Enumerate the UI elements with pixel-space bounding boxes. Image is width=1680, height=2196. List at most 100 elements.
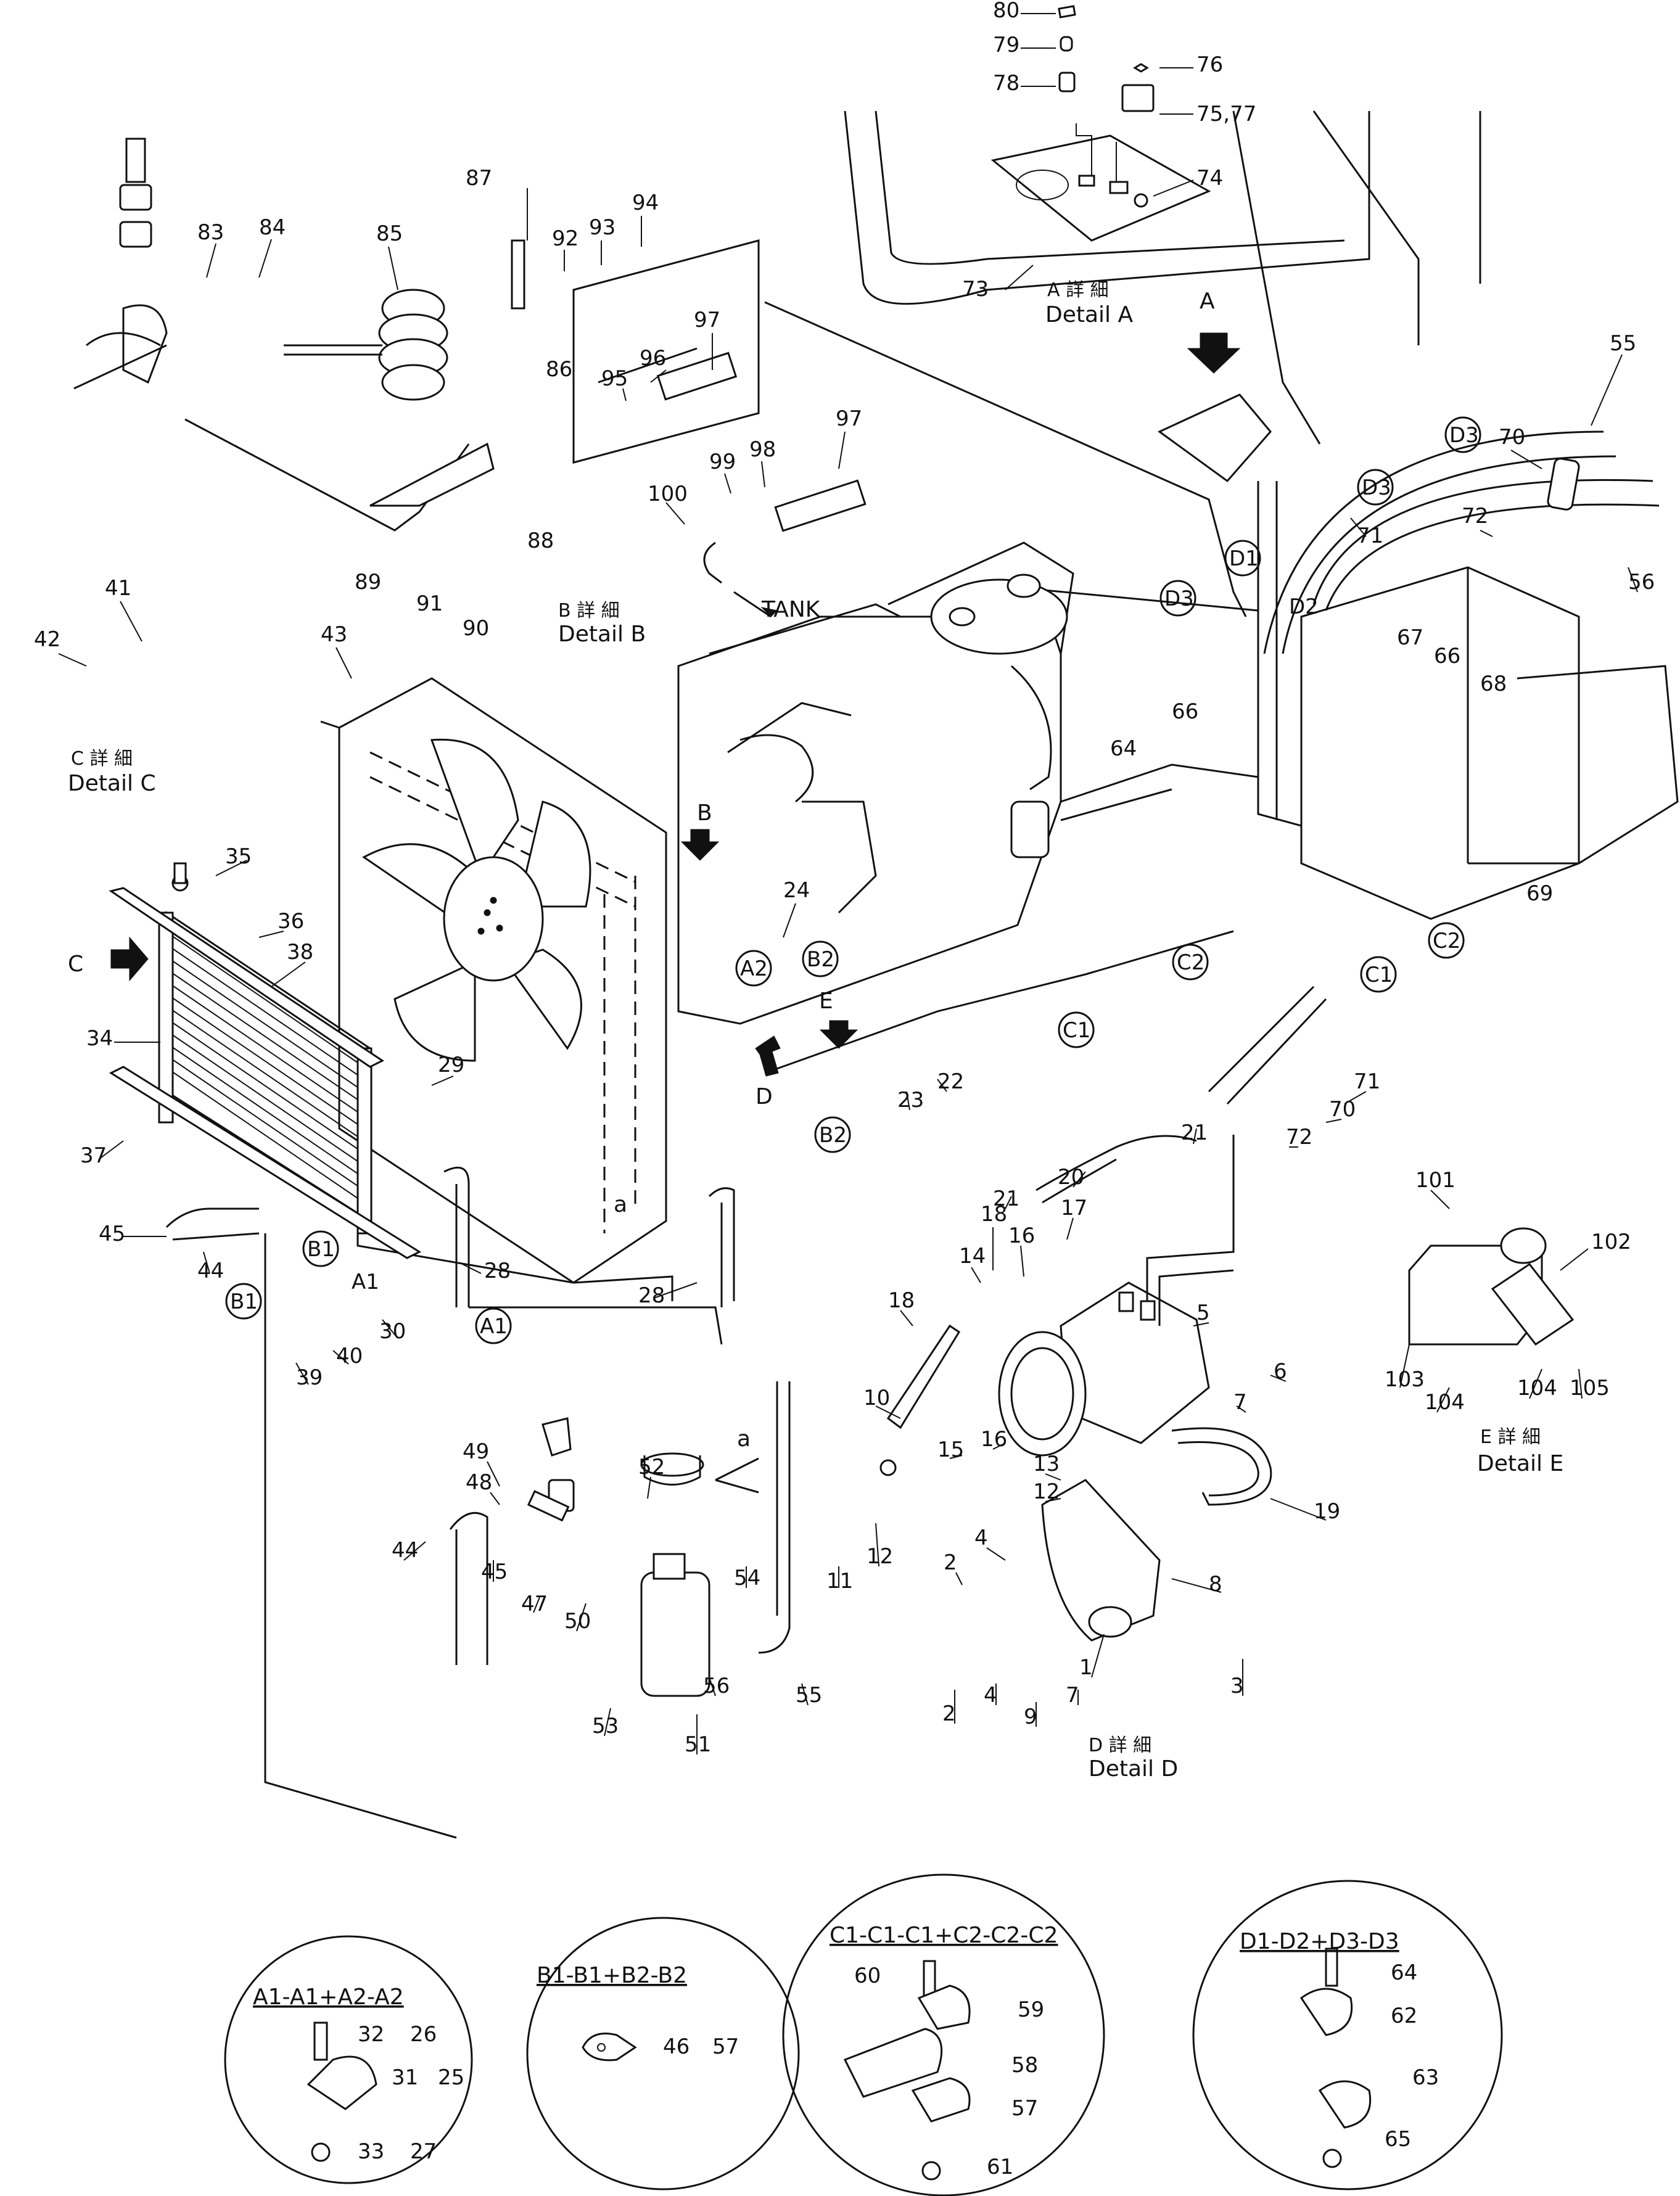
callout-7-upper: 7: [1233, 1390, 1247, 1415]
condenser: [109, 862, 422, 1259]
callout-37: 37: [80, 1143, 107, 1168]
detail-a-caption: Detail A: [1045, 302, 1133, 327]
view-arrow-b-shape: [680, 829, 720, 861]
callout-80: 80: [993, 0, 1019, 23]
section-b-parts: [582, 2033, 637, 2062]
callout-2-upper: 2: [944, 1550, 957, 1575]
callout-105: 105: [1570, 1376, 1610, 1400]
callout-56-lower: 56: [703, 1674, 730, 1698]
callout-100: 100: [648, 482, 688, 506]
callout-16-upper: 16: [1008, 1223, 1035, 1248]
callout-2-lower: 2: [942, 1701, 956, 1726]
callout-3: 3: [1230, 1674, 1244, 1698]
section-circle-c: [782, 1873, 1105, 2196]
callout-16-lower: 16: [981, 1427, 1007, 1452]
leader-lines: [58, 13, 1638, 1754]
callout-36: 36: [278, 909, 304, 934]
callout-83: 83: [197, 220, 224, 245]
callout-38: 38: [287, 940, 313, 964]
callout-23: 23: [897, 1088, 924, 1112]
marker-b1-a: B1: [307, 1237, 335, 1262]
detail-b-hoses: [572, 239, 867, 618]
section-c-label-60: 60: [854, 1964, 881, 1988]
section-c-label-61: 61: [987, 2155, 1013, 2179]
callout-1: 1: [1079, 1655, 1093, 1680]
callout-70-upper: 70: [1499, 425, 1525, 450]
callout-69: 69: [1526, 881, 1553, 906]
tank-label: TANK: [761, 597, 821, 622]
section-c-label-57: 57: [1011, 2096, 1038, 2121]
callout-19: 19: [1314, 1499, 1340, 1524]
callout-73: 73: [962, 277, 989, 302]
view-arrow-labels: A B C D E a a TANK: [68, 289, 1215, 1494]
callout-64: 64: [1110, 736, 1137, 761]
section-a-label-25: 25: [438, 2065, 464, 2090]
section-title-c: C1-C1-C1+C2-C2-C2: [830, 1923, 1058, 1948]
callout-44-upper: 44: [197, 1259, 224, 1283]
callout-5: 5: [1196, 1301, 1210, 1325]
callout-41: 41: [105, 576, 131, 601]
section-a-label-32: 32: [358, 2022, 384, 2047]
section-title-b: B1-B1+B2-B2: [537, 1963, 687, 1988]
switch-parts: [1058, 5, 1155, 112]
callout-24: 24: [783, 878, 810, 903]
callout-104-left: 104: [1425, 1390, 1465, 1415]
callout-87: 87: [466, 166, 492, 191]
section-d-label-62: 62: [1391, 2004, 1417, 2028]
callout-79: 79: [993, 33, 1019, 57]
callout-28-left: 28: [484, 1259, 511, 1283]
detail-e-caption: Detail E: [1477, 1451, 1563, 1476]
callout-86: 86: [546, 357, 572, 382]
floor-plate: [990, 123, 1211, 242]
callout-12-lower: 12: [867, 1544, 893, 1569]
marker-d3-a: D3: [1449, 423, 1479, 448]
callout-88: 88: [527, 528, 554, 553]
view-arrow-a-shape: [1187, 332, 1241, 374]
callout-35: 35: [225, 844, 252, 869]
callout-47: 47: [521, 1592, 548, 1616]
callout-78: 78: [993, 71, 1019, 96]
view-arrow-e-shape: [819, 1020, 859, 1049]
callout-70-mid: 70: [1329, 1097, 1356, 1122]
callout-8: 8: [1209, 1572, 1222, 1597]
callout-84: 84: [259, 215, 286, 240]
cooling-fan: [362, 738, 591, 1062]
main-lines: [165, 930, 1327, 1839]
section-c-parts: [843, 1960, 971, 2181]
callout-18-upper: 18: [981, 1202, 1007, 1227]
callout-51: 51: [685, 1732, 711, 1757]
callout-75-77: 75,77: [1196, 102, 1256, 126]
section-circle-d: [1192, 1880, 1503, 2190]
callout-94: 94: [632, 191, 659, 215]
detail-b-caption: Detail B: [558, 622, 646, 647]
section-a-label-27: 27: [410, 2139, 437, 2164]
coil-assembly: [73, 138, 525, 532]
section-b-label-57: 57: [712, 2034, 739, 2059]
callout-53: 53: [592, 1714, 619, 1738]
callout-101: 101: [1415, 1168, 1456, 1193]
detail-c-kanji: C 詳 細: [71, 748, 133, 770]
callout-97-upper: 97: [694, 308, 720, 332]
section-d-parts: [1299, 1947, 1372, 2168]
callout-14: 14: [959, 1244, 986, 1269]
section-b-label-46: 46: [663, 2034, 690, 2059]
callout-22: 22: [937, 1069, 964, 1094]
callout-4-lower-left: 4: [984, 1683, 997, 1708]
detail-a-kanji: A 詳 細: [1047, 279, 1109, 301]
v-belt: [1171, 1427, 1272, 1506]
hoses-upper-right: [1263, 430, 1660, 654]
callout-54: 54: [734, 1566, 760, 1590]
callout-55-lower: 55: [796, 1683, 822, 1708]
detail-captions: A 詳 細 Detail A B 詳 細 Detail B C 詳 細 Deta…: [68, 279, 1563, 1782]
marker-d3-c: D3: [1164, 586, 1194, 611]
marker-d2: D2: [1289, 594, 1319, 619]
view-arrow-a-lower-1: a: [614, 1192, 627, 1217]
storage-tank: [1300, 566, 1679, 920]
cab-outline: [764, 110, 1481, 852]
callout-66-right: 66: [1434, 644, 1460, 668]
callout-29: 29: [438, 1053, 464, 1077]
callout-91: 91: [416, 591, 443, 616]
callout-34: 34: [86, 1026, 113, 1051]
section-title-a: A1-A1+A2-A2: [253, 1984, 404, 2010]
detail-b-kanji: B 詳 細: [558, 600, 620, 622]
